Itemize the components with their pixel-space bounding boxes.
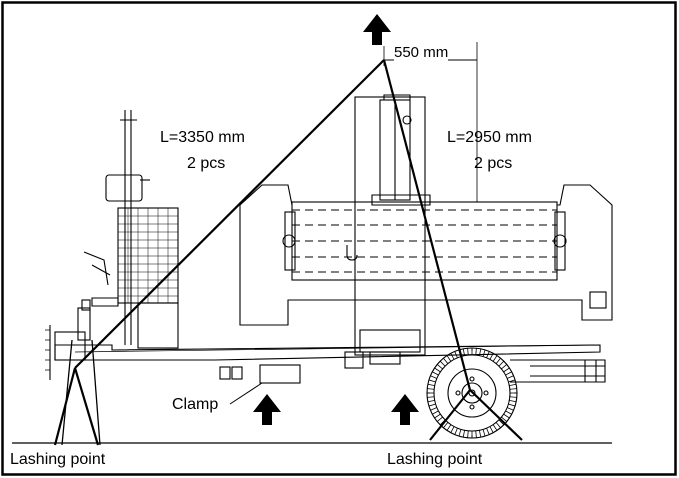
tread-tick	[475, 348, 477, 356]
tread-tick	[495, 357, 501, 364]
tread-tick	[450, 426, 455, 433]
clamp-arrow-up-icon	[253, 394, 281, 425]
rope-right-length: L=2950 mm	[447, 129, 532, 146]
tread-tick	[501, 416, 508, 422]
tread-tick	[430, 407, 438, 411]
rope-right-lower	[429, 389, 471, 441]
lashing-point-right: Lashing point	[387, 451, 483, 468]
tread-tick	[427, 383, 435, 386]
tread-tick	[432, 371, 439, 376]
tread-tick	[492, 424, 498, 431]
tread-tick	[432, 410, 439, 415]
tread-tick	[454, 427, 458, 435]
axle-arrow-up-icon	[391, 394, 419, 425]
tread-tick	[498, 360, 505, 367]
tread-tick	[458, 429, 462, 437]
tread-tick	[503, 367, 510, 373]
tread-tick	[439, 360, 446, 367]
tread-tick	[505, 371, 512, 376]
tread-tick	[482, 429, 486, 437]
rope-left-lower-2	[73, 367, 100, 446]
rope-left-count: 2 pcs	[187, 155, 226, 172]
tread-tick	[479, 430, 482, 438]
tread-tick	[508, 403, 516, 407]
tread-tick	[509, 388, 517, 390]
tread-tick	[492, 355, 498, 362]
tread-tick	[430, 375, 438, 379]
tread-tick	[454, 351, 458, 359]
tread-tick	[427, 396, 435, 398]
tread-tick	[495, 422, 501, 429]
rope-right	[382, 59, 472, 391]
dimension-550-label: 550 mm	[394, 44, 449, 62]
tread-tick	[489, 353, 494, 360]
tread-tick	[467, 430, 469, 438]
tread-tick	[427, 388, 435, 390]
tread-tick	[446, 424, 452, 431]
tread-tick	[505, 410, 512, 415]
tread-tick	[428, 403, 436, 407]
rope-left-length: L=3350 mm	[160, 129, 245, 146]
tread-tick	[462, 348, 465, 356]
tread-tick	[508, 379, 516, 383]
machine-drawing	[45, 94, 613, 446]
tread-tick	[427, 400, 435, 403]
tread-tick	[489, 426, 494, 433]
tread-tick	[462, 430, 465, 438]
tread-tick	[434, 367, 441, 373]
clamp-label: Clamp	[172, 396, 219, 414]
tread-tick	[467, 348, 469, 356]
rope-left	[74, 59, 385, 369]
tread-tick	[450, 353, 455, 360]
rope-left-lower	[53, 367, 77, 446]
tread-tick	[436, 364, 443, 370]
tread-tick	[434, 413, 441, 419]
tread-tick	[486, 427, 490, 435]
tread-tick	[486, 351, 490, 359]
tread-tick	[436, 416, 443, 422]
tread-tick	[428, 379, 436, 383]
tread-tick	[501, 364, 508, 370]
tread-tick	[509, 383, 517, 386]
tread-tick	[443, 357, 449, 364]
tread-tick	[482, 349, 486, 357]
clamp-leader	[229, 382, 263, 405]
tread-tick	[506, 407, 514, 411]
lifting-ropes	[53, 59, 523, 446]
tread-tick	[443, 422, 449, 429]
tread-tick	[509, 396, 517, 398]
tread-tick	[446, 355, 452, 362]
tread-tick	[506, 375, 514, 379]
tread-tick	[475, 430, 477, 438]
lift-arrow-up-icon	[363, 14, 391, 45]
tread-tick	[503, 413, 510, 419]
tread-tick	[479, 348, 482, 356]
rope-right-lower-2	[469, 389, 523, 441]
tread-tick	[498, 419, 505, 426]
rope-right-count: 2 pcs	[474, 155, 513, 172]
tread-tick	[509, 400, 517, 403]
lashing-point-left: Lashing point	[10, 451, 106, 468]
